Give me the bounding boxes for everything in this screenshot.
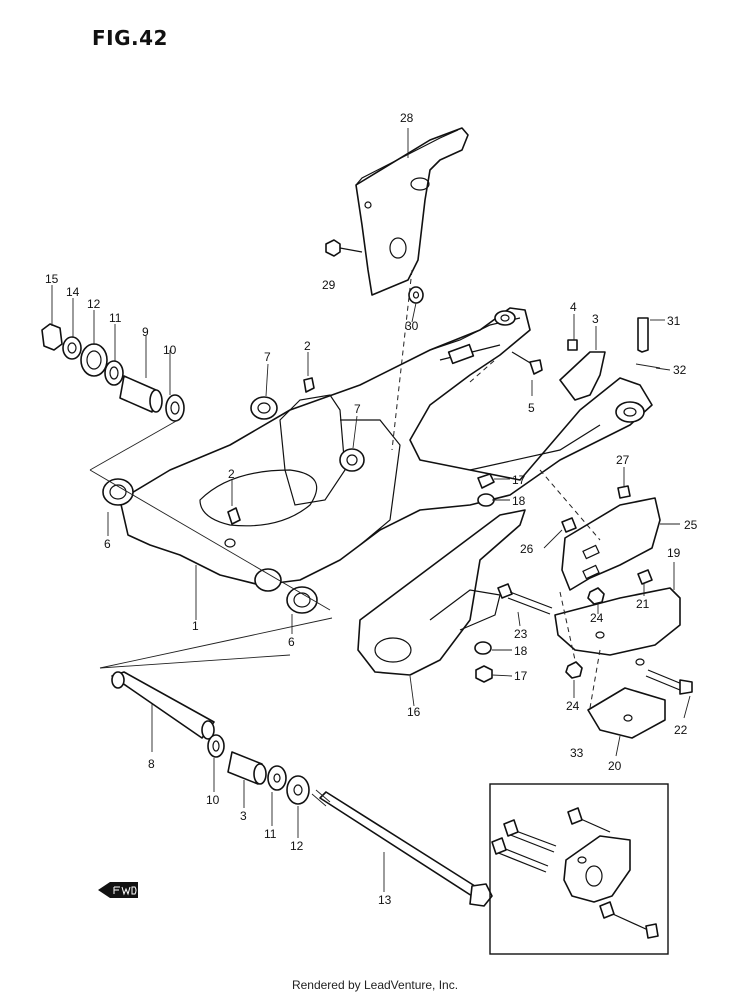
callout-9: 9 (142, 325, 149, 339)
part-1-swingarm (119, 307, 653, 586)
forward-arrow-icon (98, 882, 138, 898)
callout-31: 31 (667, 314, 681, 328)
part-24-nut-upper (587, 587, 605, 605)
pivot-boss (254, 568, 282, 592)
part-21-bolt (637, 569, 653, 585)
callout-15: 15 (45, 272, 59, 286)
callout-25: 25 (684, 518, 698, 532)
callout-4: 4 (570, 300, 577, 314)
callout-29: 29 (322, 278, 336, 292)
part-3-bracket (559, 351, 606, 401)
callout-24-upper: 24 (590, 611, 604, 625)
callout-26: 26 (520, 542, 534, 556)
callout-10: 10 (163, 343, 177, 357)
part-13-pivot-shaft (311, 789, 493, 907)
part-19-bracket (554, 587, 681, 666)
part-6-bearing-right (286, 586, 318, 614)
callout-24-lower: 24 (566, 699, 580, 713)
callout-3-upper: 3 (592, 312, 599, 326)
part-27-bolt (617, 485, 631, 499)
callout-30: 30 (405, 319, 419, 333)
part-26-bolt (561, 517, 577, 533)
callout-7-right: 7 (354, 402, 361, 416)
part-31-pin (637, 317, 649, 353)
callout-5: 5 (528, 401, 535, 415)
part-12-washer-lower (286, 775, 310, 805)
part-4-bolt (567, 339, 578, 351)
part-5-bolt (511, 351, 543, 375)
part-17-bolt-upper (477, 473, 495, 489)
callout-19: 19 (667, 546, 681, 560)
part-18-washer-lower (474, 641, 492, 655)
callout-18-upper: 18 (512, 494, 526, 508)
callout-1: 1 (192, 619, 199, 633)
part-11-washer-lower (267, 765, 287, 791)
callout-32: 32 (673, 363, 687, 377)
callout-16: 16 (407, 705, 421, 719)
callout-14: 14 (66, 285, 80, 299)
part-6-bearing-left (102, 478, 134, 506)
part-28-chain-cover (355, 127, 469, 296)
callout-11-lower: 11 (264, 827, 277, 841)
callout-12: 12 (87, 297, 101, 311)
callout-17-lower: 17 (514, 669, 528, 683)
part-32-clip (635, 363, 661, 369)
part-17-nut-lower (475, 665, 493, 683)
part-29-bolt (325, 239, 363, 257)
callout-13: 13 (378, 893, 392, 907)
part-8-pivot-sleeve (111, 671, 215, 740)
callout-17-upper: 17 (512, 473, 526, 487)
part-25-bracket (561, 497, 661, 591)
callout-10-lower: 10 (206, 793, 220, 807)
part-20-plate (587, 687, 666, 739)
part-10-seal-lower (207, 734, 225, 758)
callout-21: 21 (636, 597, 650, 611)
callout-6-left: 6 (104, 537, 111, 551)
callout-22: 22 (674, 723, 688, 737)
part-2-grease-nipple-lower (224, 507, 241, 548)
callout-20: 20 (608, 759, 622, 773)
callout-12-lower: 12 (290, 839, 304, 853)
callout-23: 23 (514, 627, 528, 641)
callout-3-lower: 3 (240, 809, 247, 823)
part-2-grease-nipple-upper (303, 377, 315, 393)
part-7-bushing-right (339, 448, 365, 472)
part-30-washer (408, 286, 424, 304)
callout-6-right: 6 (288, 635, 295, 649)
callout-28: 28 (400, 111, 414, 125)
part-22-bolt (645, 669, 693, 695)
callout-27: 27 (616, 453, 630, 467)
callout-7-upper: 7 (264, 350, 271, 364)
footer-credit: Rendered by LeadVenture, Inc. (291, 978, 459, 992)
part-16-chain-slider (357, 509, 526, 676)
figure-title: FIG.42 (92, 26, 168, 50)
callout-33: 33 (570, 746, 584, 760)
part-24-nut-lower (565, 661, 583, 679)
part-23-bolt (497, 583, 553, 615)
part-33-kit-box (489, 783, 669, 955)
callout-11: 11 (109, 311, 122, 325)
part-3-spacer-lower (227, 751, 267, 785)
assembly-leader-lines (51, 128, 691, 892)
callout-2-upper: 2 (304, 339, 311, 353)
callout-18-lower: 18 (514, 644, 528, 658)
callout-8: 8 (148, 757, 155, 771)
part-18-washer-upper (477, 493, 495, 507)
left-bearing-stack (41, 323, 185, 422)
callout-2-lower: 2 (228, 467, 235, 481)
part-7-bushing-upper (250, 396, 278, 420)
